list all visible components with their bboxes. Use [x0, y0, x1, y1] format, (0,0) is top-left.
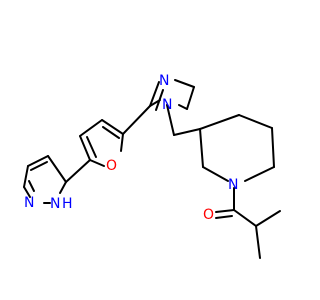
bond-ch2-pip — [173, 128, 201, 136]
bond-pz-c5-c4-double — [30, 161, 48, 171]
atom-furan-o: O — [106, 158, 117, 174]
bond-fu-c2-o — [120, 133, 124, 152]
bond-ch-methyl-b — [255, 225, 261, 259]
bond-im-c4-c5 — [186, 86, 195, 110]
atom-pyrazole-nh: N — [50, 196, 60, 212]
bond-c-o — [215, 209, 235, 213]
bond-im-n1-c2 — [149, 99, 161, 107]
atom-piperidine-n: N — [228, 177, 238, 193]
atom-carbonyl-o: O — [203, 207, 214, 223]
bond-pz-c5-c4 — [27, 155, 49, 167]
atom-imidazole-n3: N — [159, 73, 169, 89]
bond-c-o-double — [215, 215, 233, 219]
bond-fu-c3-c2 — [101, 119, 124, 135]
bond-fu-c5-c4 — [79, 135, 91, 161]
bond-pz-c5b-c5 — [47, 155, 67, 183]
bond-pip-c2-c3 — [199, 128, 204, 168]
bond-fu-o-c5 — [89, 159, 105, 167]
bond-pip-c6-n — [244, 166, 275, 182]
bond-pip-c5-c6 — [271, 127, 275, 168]
bond-carbonyl-ch — [233, 209, 257, 227]
bond-pip-c4-c5 — [238, 114, 273, 129]
structure-svg: N N H O N N N O — [0, 0, 300, 300]
molecule-diagram: N N H O N N N O — [0, 0, 300, 300]
bond-fu-c4-c3 — [79, 119, 103, 137]
bond-ch-methyl-a — [255, 210, 281, 227]
bond-pz-c3-n2-double — [28, 180, 35, 192]
bond-pip-c3-c4 — [199, 114, 240, 130]
bond-pz-n1-c5b — [59, 181, 67, 194]
bonds — [23, 79, 281, 259]
bond-pip-n-c2 — [202, 166, 229, 182]
atom-pyrazole-n1: N — [24, 195, 34, 211]
bond-im-c2-n3 — [149, 81, 160, 107]
bond-im-n3-c4 — [174, 79, 195, 88]
bond-furan-imidazole — [122, 105, 151, 135]
bond-pz-furan — [65, 159, 91, 183]
atom-pyrazole-h: H — [62, 196, 73, 212]
bond-im-c5-n1 — [178, 104, 188, 110]
bond-fu-c3-c2-double — [102, 126, 120, 139]
bond-n1-ch2 — [166, 104, 175, 136]
atom-imidazole-n1: N — [162, 97, 172, 113]
background — [0, 0, 300, 300]
bond-fu-c5-c4-double — [86, 136, 97, 158]
bond-pz-c4-c3 — [23, 165, 29, 188]
bond-pz-c3-n2 — [23, 186, 31, 198]
